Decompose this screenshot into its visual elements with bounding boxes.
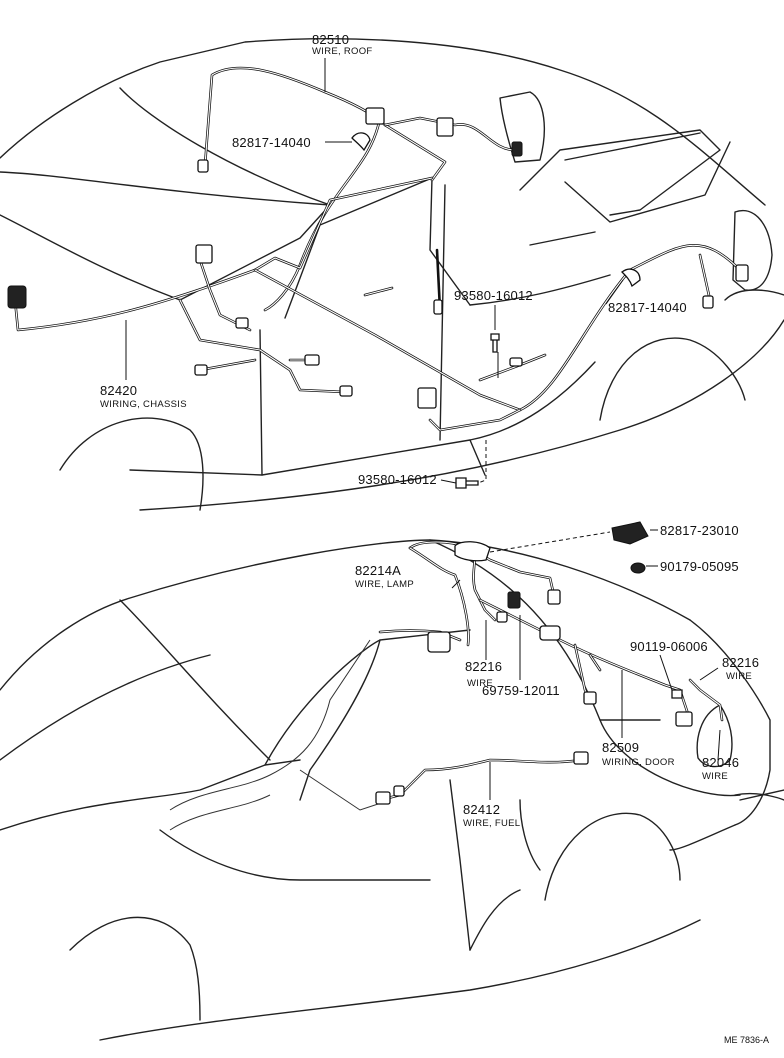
callout-82817-14040-right: 82817-14040 <box>608 300 687 315</box>
callout-82046-pn: 82046 <box>702 755 739 770</box>
callout-93580-16012-lower: 93580-16012 <box>358 472 437 487</box>
callout-82420-pn: 82420 <box>100 383 137 398</box>
top-wiring <box>7 66 749 489</box>
callout-93580-16012-upper: 93580-16012 <box>454 288 533 303</box>
callout-82817-14040-left: 82817-14040 <box>232 135 311 150</box>
bottom-callouts: 82817-23010 90179-05095 82214A WIRE, LAM… <box>355 523 759 829</box>
callout-82214A-desc: WIRE, LAMP <box>355 579 414 590</box>
callout-69759-12011: 69759-12011 <box>482 683 560 698</box>
callout-82216-left-desc: WIRE <box>467 678 493 689</box>
callout-82412-pn: 82412 <box>463 802 500 817</box>
bottom-car-body <box>0 539 784 1041</box>
top-callouts: 82510 WIRE, ROOF 82817-14040 93580-16012… <box>100 32 687 487</box>
top-car-body <box>0 38 784 511</box>
callout-90119-06006: 90119-06006 <box>630 639 708 654</box>
figure-code: ME 7836-A <box>724 1035 769 1045</box>
callout-82216-right-desc: WIRE <box>726 671 752 682</box>
callout-90179-05095: 90179-05095 <box>660 559 739 574</box>
callout-82214A-pn: 82214A <box>355 563 401 578</box>
callout-82216-right-pn: 82216 <box>722 655 759 670</box>
callout-82420-desc: WIRING, CHASSIS <box>100 399 187 410</box>
bottom-leaders <box>451 529 721 800</box>
callout-82216-left-pn: 82216 <box>465 659 502 674</box>
callout-82412-desc: WIRE, FUEL <box>463 818 520 829</box>
callout-82510-desc: WIRE, ROOF <box>312 46 373 57</box>
callout-82046-desc: WIRE <box>702 771 728 782</box>
callout-82510-pn: 82510 <box>312 32 349 47</box>
top-leaders <box>125 58 624 484</box>
bottom-wiring <box>169 521 724 831</box>
callout-82509-desc: WIRING, DOOR <box>602 757 675 768</box>
callout-82509-pn: 82509 <box>602 740 639 755</box>
callout-82817-23010: 82817-23010 <box>660 523 739 538</box>
